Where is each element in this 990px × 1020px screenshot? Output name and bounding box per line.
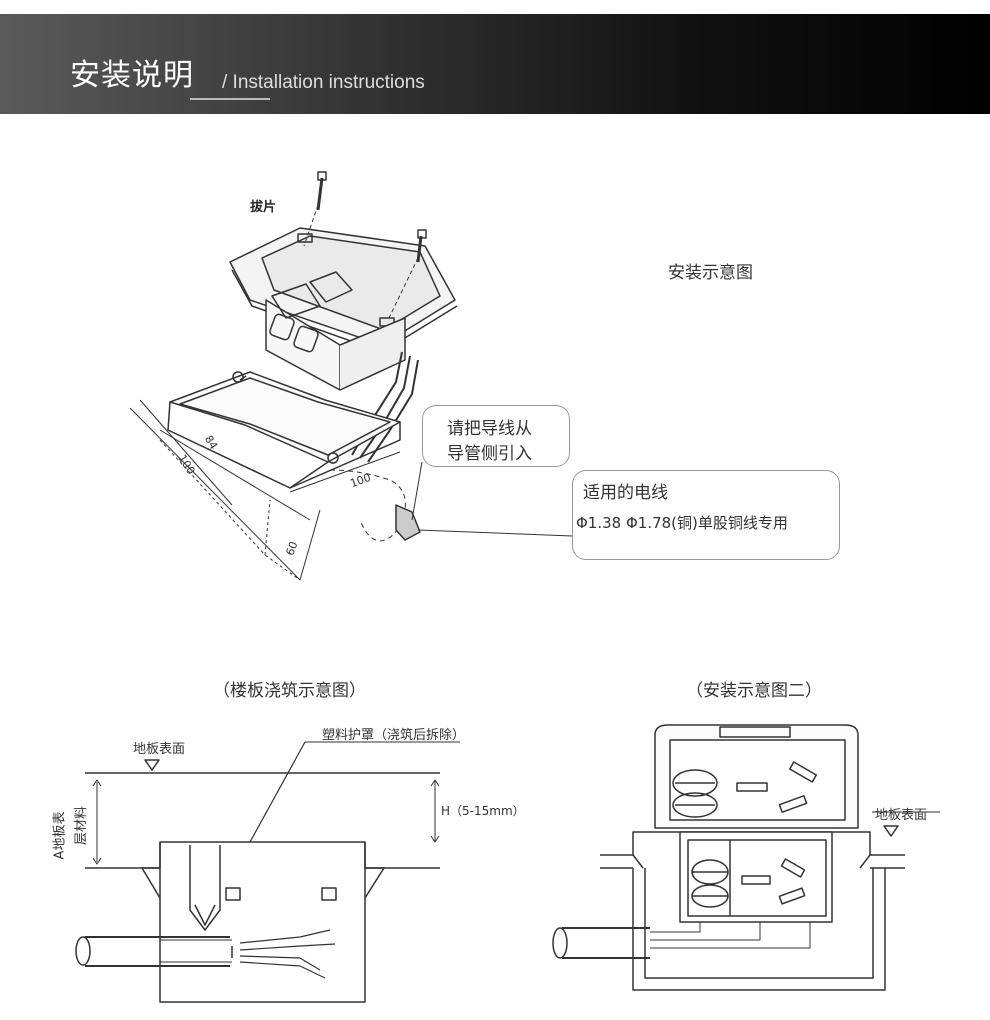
wire-entry-callout: [422, 405, 570, 467]
install-two-caption: （安装示意图二）: [686, 681, 822, 701]
floor-surface-label: 地板表面: [133, 742, 186, 757]
cable-spec-detail: Φ1.38 Φ1.78(铜)单股铜线专用: [576, 514, 788, 532]
plastic-cover-label: 塑料护罩（浇筑后拆除）: [322, 728, 466, 743]
header-divider: [190, 98, 270, 100]
cable-spec-callout: [572, 470, 840, 560]
height-range-label: H（5-15mm）: [441, 804, 525, 818]
floor-pouring-diagram: [75, 741, 460, 1003]
header-title-cn: 安装说明: [70, 58, 194, 93]
floor-pouring-caption: （楼板浇筑示意图）: [213, 681, 366, 701]
tab-label: 拔片: [250, 200, 277, 215]
install-two-floor-surface: 地板表面: [875, 808, 928, 823]
header-banner: 安装说明 / Installation instructions: [0, 14, 990, 114]
wire-entry-line1: 请把导线从: [447, 419, 532, 439]
install-diagram-two: [552, 724, 940, 991]
material-label-2: 层材料: [74, 805, 90, 846]
top-exploded-diagram: [129, 171, 573, 581]
wire-entry-line2: 导管侧引入: [447, 444, 532, 464]
header-title-en: / Installation instructions: [222, 72, 425, 93]
cable-spec-title: 适用的电线: [583, 483, 668, 503]
top-diagram-caption: 安装示意图: [668, 263, 753, 283]
material-label-1: A地板表: [52, 811, 68, 860]
